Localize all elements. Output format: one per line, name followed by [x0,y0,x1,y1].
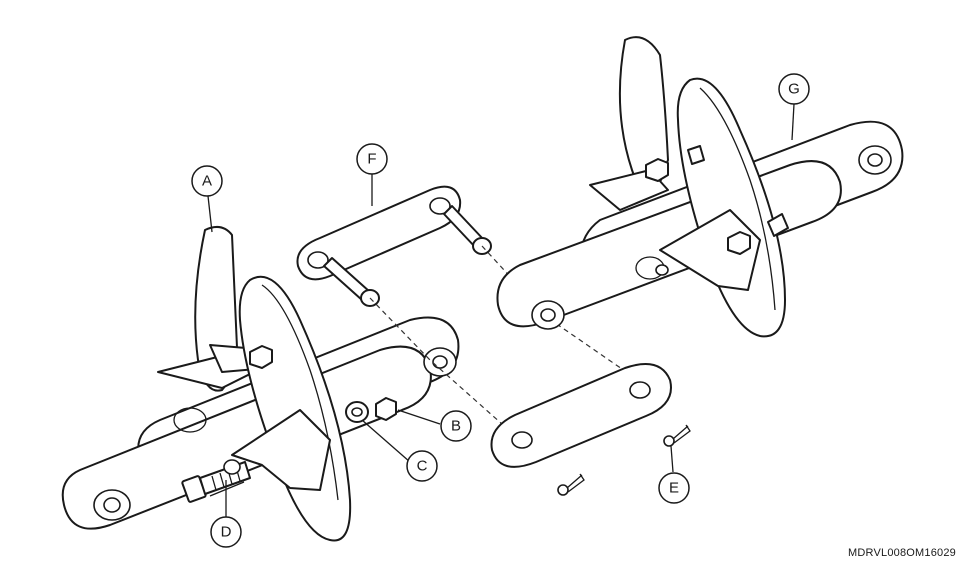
loose-side-plate [490,363,672,468]
right-chain-assembly [496,36,904,338]
callout-d-label: D [221,524,232,541]
callout-e-label: E [669,480,679,497]
callout-c-label: C [417,458,428,475]
left-chain-assembly [61,225,460,542]
callout-f-label: F [367,151,376,168]
callout-b: B [440,410,472,442]
callout-e: E [658,472,690,504]
callout-a: A [191,165,223,197]
callout-f: F [356,143,388,175]
callout-c: C [406,450,438,482]
reference-code: MDRVL008OM16029 [848,547,956,559]
callout-g-label: G [788,81,800,98]
callout-d: D [210,516,242,548]
callout-g: G [778,73,810,105]
nut-b [375,397,397,421]
leader-lines [207,103,795,518]
cotter-pins-e [557,424,691,496]
callout-b-label: B [451,418,461,435]
connector-link-f [296,185,639,441]
callout-a-label: A [202,173,212,190]
